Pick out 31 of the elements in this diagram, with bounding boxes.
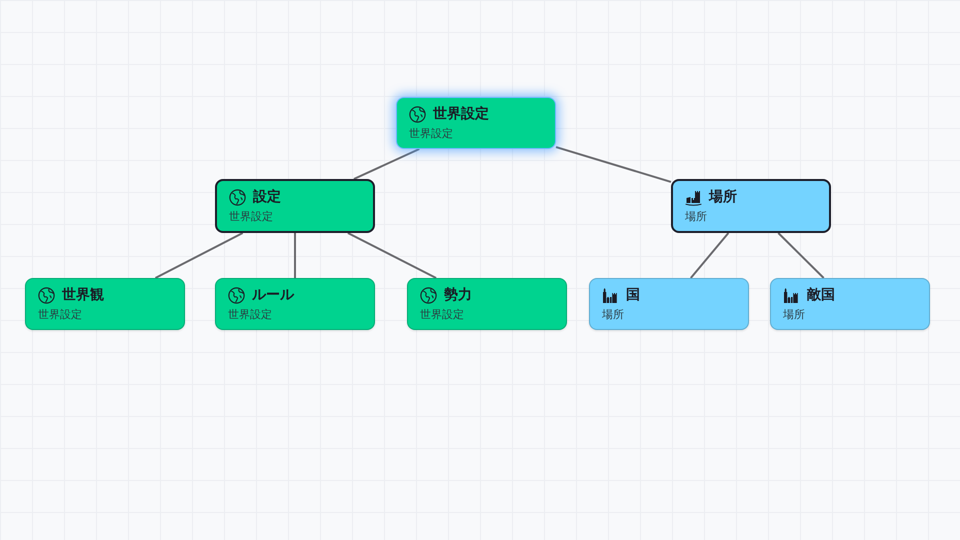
node-subtitle: 世界設定 — [228, 308, 272, 322]
connector-line — [347, 232, 437, 279]
node-box — [25, 278, 185, 330]
connector-line — [154, 232, 244, 279]
node-title: 設定 — [253, 188, 281, 206]
node-box — [671, 179, 831, 233]
node-subtitle: 世界設定 — [229, 210, 273, 224]
connector-line — [353, 148, 420, 180]
node-box — [396, 97, 556, 149]
node-subtitle: 場所 — [783, 308, 805, 322]
node-subtitle: 世界設定 — [420, 308, 464, 322]
node-title: 世界観 — [62, 286, 104, 304]
node-subtitle: 場所 — [602, 308, 624, 322]
node-box — [215, 179, 375, 233]
connector-line — [556, 146, 672, 183]
node-box — [407, 278, 567, 330]
node-subtitle: 世界設定 — [38, 308, 82, 322]
connector-line — [778, 232, 824, 279]
connector-line — [294, 233, 296, 278]
node-box — [589, 278, 749, 330]
node-title: 勢力 — [444, 286, 472, 304]
node-subtitle: 世界設定 — [409, 127, 453, 141]
node-title: 敵国 — [807, 286, 835, 304]
node-box — [215, 278, 375, 330]
node-title: ルール — [252, 286, 294, 304]
node-title: 国 — [626, 286, 640, 304]
connector-line — [690, 232, 730, 279]
node-title: 世界設定 — [433, 105, 489, 123]
node-box — [770, 278, 930, 330]
node-title: 場所 — [709, 188, 737, 206]
node-subtitle: 場所 — [685, 210, 707, 224]
